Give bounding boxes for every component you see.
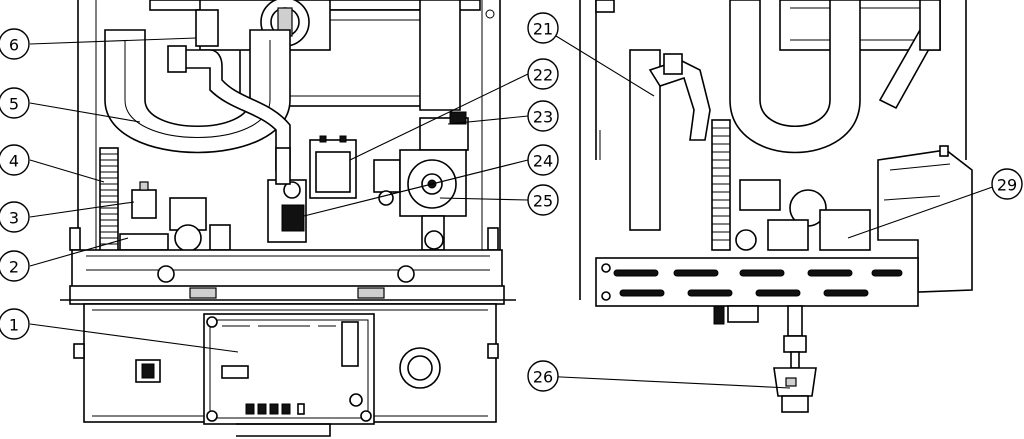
leader-lines [29,27,1002,389]
callout-3-label: 3 [9,209,19,228]
callout-22-label: 22 [533,66,553,85]
left-boiler-view [60,0,516,437]
flue-corrugated [99,147,119,257]
callout-21: 21 [527,12,559,44]
right-boiler-view [579,0,973,413]
chassis-tray [595,257,919,307]
side-control-box [877,145,973,293]
callout-3: 3 [0,201,30,233]
callout-22: 22 [527,58,559,90]
callout-23-label: 23 [533,108,553,127]
callout-2-label: 2 [9,258,19,277]
gas-valve [267,147,307,243]
callout-26: 26 [527,360,559,392]
callout-4: 4 [0,144,30,176]
callout-2: 2 [0,250,30,282]
callout-6: 6 [0,28,30,60]
callout-25-label: 25 [533,192,553,211]
callout-5-label: 5 [9,95,19,114]
callout-23: 23 [527,100,559,132]
callout-29-label: 29 [997,176,1017,195]
callout-4-label: 4 [9,152,19,171]
control-panel [73,303,499,437]
callout-24: 24 [527,144,559,176]
fan-assembly [195,0,331,51]
callout-29: 29 [991,168,1023,200]
condensate-siphon [773,367,817,413]
callout-1-label: 1 [9,316,19,335]
callout-1: 1 [0,308,30,340]
callout-25: 25 [527,184,559,216]
circulation-pump [399,111,469,251]
callout-21-label: 21 [533,20,553,39]
callout-26-label: 26 [533,368,553,387]
callout-5: 5 [0,87,30,119]
callout-6-label: 6 [9,36,19,55]
callout-24-label: 24 [533,152,553,171]
